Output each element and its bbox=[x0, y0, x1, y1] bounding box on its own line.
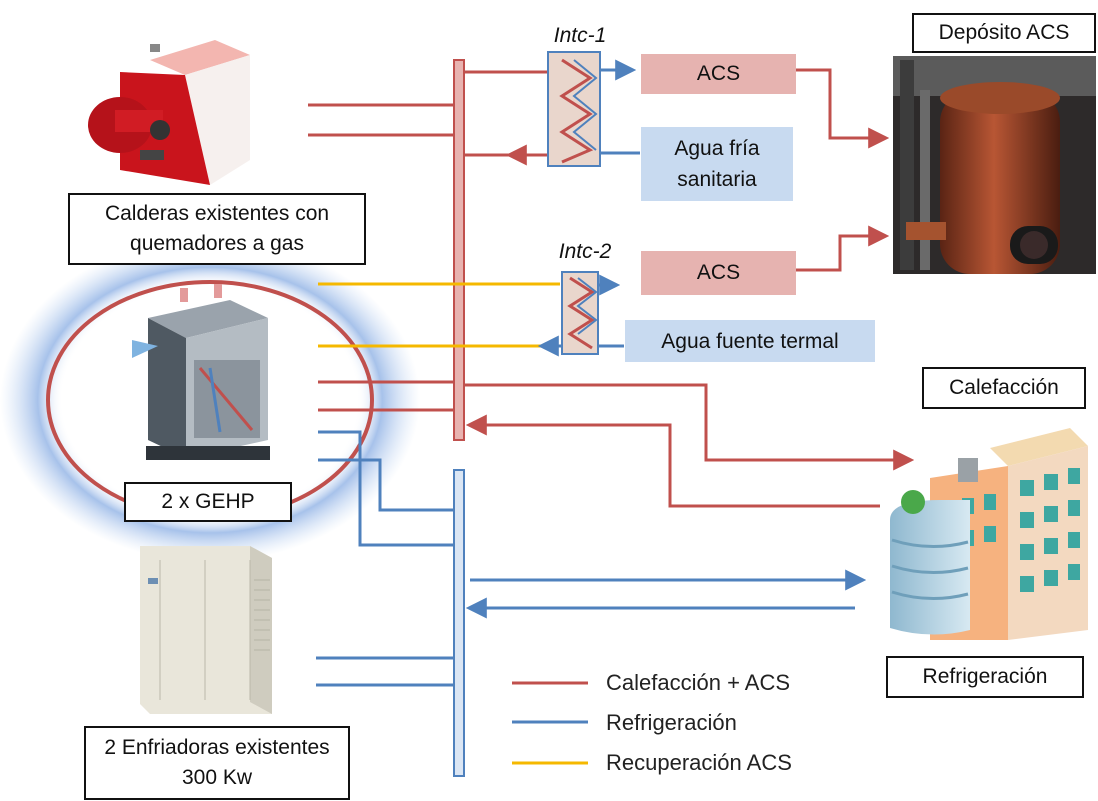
dhw-tank-photo bbox=[893, 56, 1096, 274]
gehp-label-text: 2 x GEHP bbox=[161, 490, 255, 513]
heat-exchanger-intc1 bbox=[547, 51, 601, 167]
chillers-label: 2 Enfriadoras existentes 300 Kw bbox=[84, 726, 350, 800]
heating-label: Calefacción bbox=[922, 367, 1086, 409]
intc1-acs-text: ACS bbox=[696, 62, 741, 85]
boiler-illustration bbox=[88, 40, 250, 185]
cooling-label-text: Refrigeración bbox=[922, 665, 1048, 688]
chillers-label-text: 2 Enfriadoras existentes 300 Kw bbox=[104, 736, 330, 789]
intc2-title: Intc-2 bbox=[545, 238, 625, 266]
heat-exchanger-intc2 bbox=[561, 271, 599, 355]
tank-label: Depósito ACS bbox=[912, 13, 1096, 53]
intc1-cold-water-text: Agua fría sanitaria bbox=[674, 137, 760, 191]
recovery-pipes bbox=[318, 282, 560, 348]
intc2-thermal-water-text: Agua fuente termal bbox=[661, 329, 839, 353]
cooling-label: Refrigeración bbox=[886, 656, 1084, 698]
intc2-acs-box: ACS bbox=[641, 251, 796, 295]
legend-swatches bbox=[512, 681, 588, 765]
legend-recovery-label: Recuperación ACS bbox=[606, 750, 792, 775]
legend-heating-label: Calefacción + ACS bbox=[606, 670, 791, 695]
boilers-label: Calderas existentes con quemadores a gas bbox=[68, 193, 366, 265]
intc2-thermal-water-box: Agua fuente termal bbox=[625, 320, 875, 362]
gas-heat-pump-illustration bbox=[132, 284, 270, 460]
intc1-title: Intc-1 bbox=[540, 22, 620, 50]
chiller-unit-illustration bbox=[140, 546, 272, 714]
heating-pipes bbox=[308, 59, 915, 508]
intc1-title-text: Intc-1 bbox=[553, 24, 607, 47]
intc2-acs-text: ACS bbox=[696, 261, 741, 284]
boilers-label-text: Calderas existentes con quemadores a gas bbox=[104, 202, 330, 255]
cooling-collector bbox=[453, 469, 465, 777]
heating-label-text: Calefacción bbox=[949, 376, 1059, 399]
tank-label-text: Depósito ACS bbox=[938, 21, 1070, 44]
legend-cooling-label: Refrigeración bbox=[606, 710, 737, 735]
gehp-label: 2 x GEHP bbox=[124, 482, 292, 522]
intc1-acs-box: ACS bbox=[641, 54, 796, 94]
intc2-title-text: Intc-2 bbox=[558, 240, 612, 263]
intc1-cold-water-box: Agua fría sanitaria bbox=[641, 127, 793, 201]
heating-collector bbox=[453, 59, 465, 441]
building-illustration bbox=[890, 428, 1088, 640]
